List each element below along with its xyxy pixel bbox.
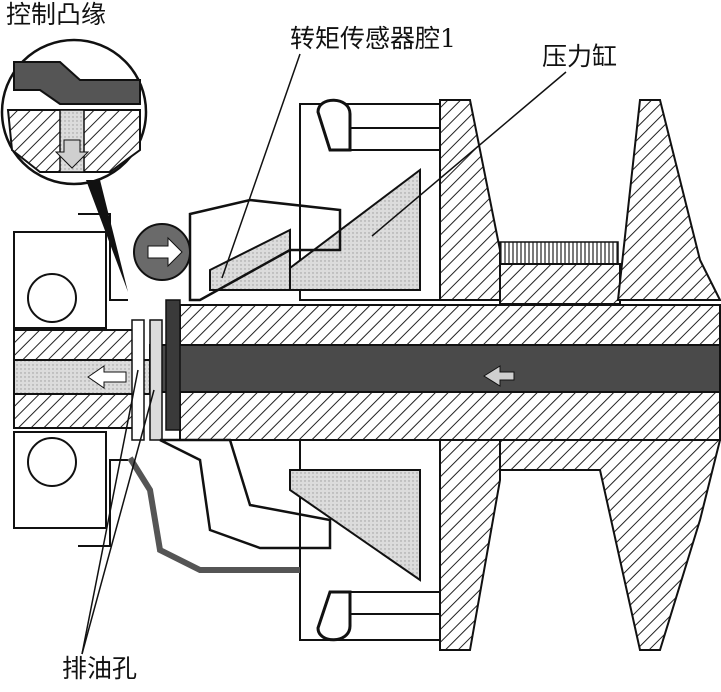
hub-upper [499,263,621,305]
gear-ring-upper [499,241,619,265]
torque-sensor-chamber [209,228,291,291]
bearing-lower-ball-icon [27,437,77,487]
label-torque-sensor-cavity: 转矩传感器腔1 [288,24,458,53]
shaft-lower-hatch [179,391,721,441]
lower-seal-ring [316,590,352,642]
upper-seal-ring [316,98,352,152]
drain-channels [131,299,181,441]
label-pressure-cylinder: 压力缸 [540,42,620,71]
left-bore-hatch-bottom [13,393,135,429]
drain-channel-2 [149,319,163,441]
leader-lines [81,53,567,655]
left-bore-oil [13,359,151,395]
leader-drain-2 [81,389,155,655]
callout-pointer [86,180,128,292]
housing-wall-lower [78,459,128,547]
fixed-sheave-lower [439,439,501,651]
main-shaft [149,304,721,441]
fixed-sheave-upper [439,99,501,301]
housing-wall-upper [78,213,128,301]
lower-inner-housing [159,438,332,550]
down-arrow-icon [54,139,90,169]
left-bore-hatch-top [13,329,135,361]
movable-sheave-right [616,99,721,301]
pressure-cylinder-chamber-lower [289,469,421,582]
magnifier-flange-profile [13,61,141,105]
lower-outer-shell [127,456,300,573]
torque-sensor-housing [188,198,342,302]
right-arrow-icon [147,236,183,268]
flange-plate [165,299,181,431]
shaft-oil-bore [149,344,721,393]
leader-torque-cavity [221,53,301,279]
leader-pressure-cylinder [371,71,567,237]
drain-channel-1 [131,319,145,441]
upper-pulley-half [188,98,721,305]
control-flange-callout [0,38,191,292]
left-flow-arrow-icon [87,365,127,389]
label-drain-hole: 排油孔 [60,654,140,683]
leader-drain-1 [81,369,139,655]
bearing-upper-ball-icon [27,273,77,323]
shaft-upper-hatch [179,304,721,346]
lower-pulley-half [127,438,721,651]
oil-flow-arrow-icon [483,365,515,387]
label-control-flange: 控制凸缘 [4,0,109,29]
movable-sheave-right-lower [499,439,721,651]
left-shaft-end [13,213,151,547]
